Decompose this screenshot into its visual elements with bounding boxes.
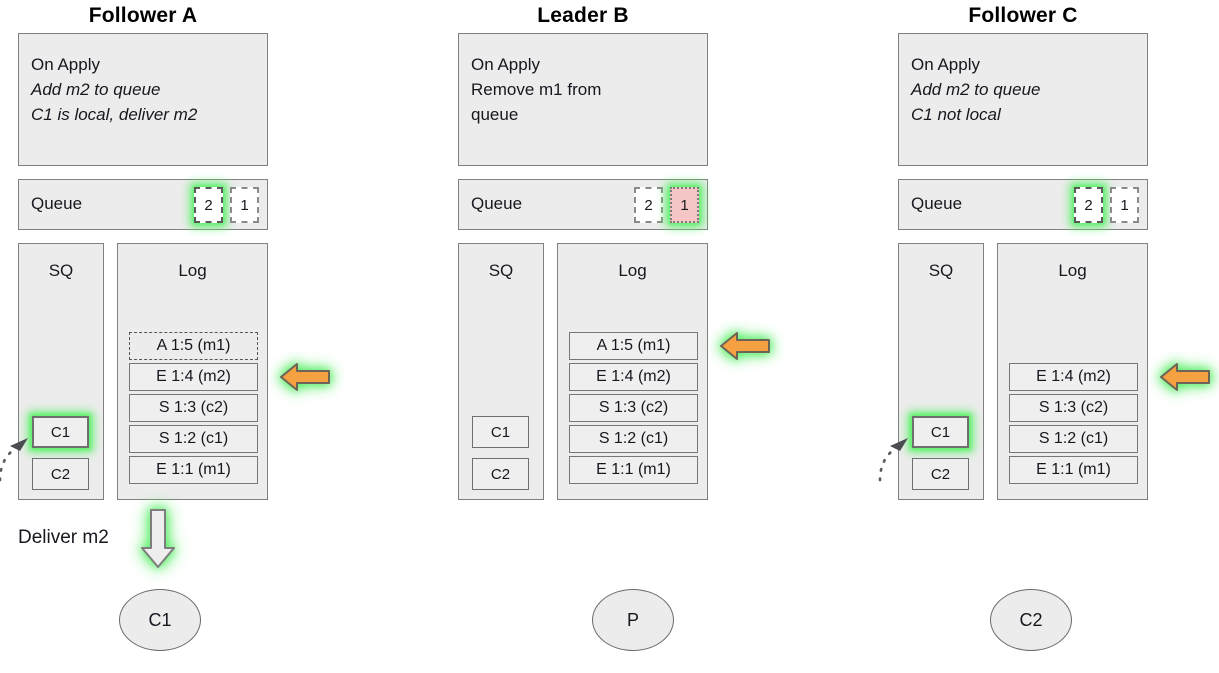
client-node-b: P xyxy=(592,589,674,651)
apply-panel-b: On Apply Remove m1 from queue xyxy=(458,33,708,166)
log-entry-a-0: A 1:5 (m1) xyxy=(129,332,258,360)
log-pointer-arrow-a xyxy=(279,360,331,394)
apply-line-b-2: queue xyxy=(471,105,519,124)
log-pointer-arrow-b xyxy=(719,329,771,363)
column-title-a: Follower A xyxy=(88,4,198,27)
sq-client-b-c1: C1 xyxy=(472,416,529,448)
queue-slot-c-2: 2 xyxy=(1074,187,1103,223)
log-entry-b-1: E 1:4 (m2) xyxy=(569,363,698,391)
sq-client-c-c1: C1 xyxy=(912,416,969,448)
log-entry-c-3: E 1:1 (m1) xyxy=(1009,456,1138,484)
sq-client-c-c2: C2 xyxy=(912,458,969,490)
apply-line-a-1: Add m2 to queue xyxy=(31,80,161,99)
sq-client-b-c2: C2 xyxy=(472,458,529,490)
log-entry-b-3: S 1:2 (c1) xyxy=(569,425,698,453)
queue-slot-a-2: 2 xyxy=(194,187,223,223)
apply-line-a-2: C1 is local, deliver m2 xyxy=(31,105,198,124)
apply-heading-a: On Apply xyxy=(31,55,100,74)
queue-slots-b: 2 1 xyxy=(634,187,699,223)
client-node-c: C2 xyxy=(990,589,1072,651)
log-label-a: Log xyxy=(178,261,207,280)
apply-panel-c: On Apply Add m2 to queue C1 not local xyxy=(898,33,1148,166)
apply-line-c-2: C1 not local xyxy=(911,105,1001,124)
apply-heading-c: On Apply xyxy=(911,55,980,74)
column-follower-a: Follower A On Apply Add m2 to queue C1 i… xyxy=(0,0,330,673)
queue-label-c: Queue xyxy=(911,194,963,213)
apply-heading-b: On Apply xyxy=(471,55,540,74)
log-label-b: Log xyxy=(618,261,647,280)
queue-slot-b-2: 2 xyxy=(634,187,663,223)
deliver-down-arrow-a xyxy=(139,508,177,570)
client-node-a: C1 xyxy=(119,589,201,651)
apply-line-c-1: Add m2 to queue xyxy=(911,80,1041,99)
column-title-c: Follower C xyxy=(968,4,1078,27)
queue-slots-c: 2 1 xyxy=(1074,187,1139,223)
sq-label-c: SQ xyxy=(928,261,954,280)
log-entry-c-0: E 1:4 (m2) xyxy=(1009,363,1138,391)
log-entry-a-2: S 1:3 (c2) xyxy=(129,394,258,422)
sq-panel-a: SQ C1 C2 xyxy=(18,243,104,500)
queue-panel-c: Queue 2 1 xyxy=(898,179,1148,230)
log-panel-a: Log A 1:5 (m1) E 1:4 (m2) S 1:3 (c2) S 1… xyxy=(117,243,268,500)
sq-panel-c: SQ C1 C2 xyxy=(898,243,984,500)
queue-panel-a: Queue 2 1 xyxy=(18,179,268,230)
queue-slot-b-1: 1 xyxy=(670,187,699,223)
queue-slot-a-1: 1 xyxy=(230,187,259,223)
deliver-label-a: Deliver m2 xyxy=(18,527,109,548)
queue-label-a: Queue xyxy=(31,194,83,213)
apply-line-b-1: Remove m1 from xyxy=(471,80,602,99)
queue-slot-c-1: 1 xyxy=(1110,187,1139,223)
column-follower-c: Follower C On Apply Add m2 to queue C1 n… xyxy=(878,0,1210,673)
sq-label-b: SQ xyxy=(488,261,514,280)
log-entry-c-1: S 1:3 (c2) xyxy=(1009,394,1138,422)
sq-client-a-c1: C1 xyxy=(32,416,89,448)
column-leader-b: Leader B On Apply Remove m1 from queue Q… xyxy=(440,0,770,673)
log-panel-c: Log E 1:4 (m2) S 1:3 (c2) S 1:2 (c1) E 1… xyxy=(997,243,1148,500)
queue-panel-b: Queue 2 1 xyxy=(458,179,708,230)
pointer-dotted-arrow-c xyxy=(874,412,918,482)
column-title-b: Leader B xyxy=(537,4,629,27)
log-panel-b: Log A 1:5 (m1) E 1:4 (m2) S 1:3 (c2) S 1… xyxy=(557,243,708,500)
log-entry-a-1: E 1:4 (m2) xyxy=(129,363,258,391)
apply-panel-a: On Apply Add m2 to queue C1 is local, de… xyxy=(18,33,268,166)
pointer-dotted-arrow-a xyxy=(0,412,38,482)
sq-label-a: SQ xyxy=(48,261,74,280)
queue-slots-a: 2 1 xyxy=(194,187,259,223)
log-pointer-arrow-c xyxy=(1159,360,1211,394)
log-entry-a-4: E 1:1 (m1) xyxy=(129,456,258,484)
log-entry-b-4: E 1:1 (m1) xyxy=(569,456,698,484)
queue-label-b: Queue xyxy=(471,194,523,213)
log-entry-b-0: A 1:5 (m1) xyxy=(569,332,698,360)
log-entry-a-3: S 1:2 (c1) xyxy=(129,425,258,453)
log-label-c: Log xyxy=(1058,261,1087,280)
sq-panel-b: SQ C1 C2 xyxy=(458,243,544,500)
sq-client-a-c2: C2 xyxy=(32,458,89,490)
log-entry-b-2: S 1:3 (c2) xyxy=(569,394,698,422)
log-entry-c-2: S 1:2 (c1) xyxy=(1009,425,1138,453)
